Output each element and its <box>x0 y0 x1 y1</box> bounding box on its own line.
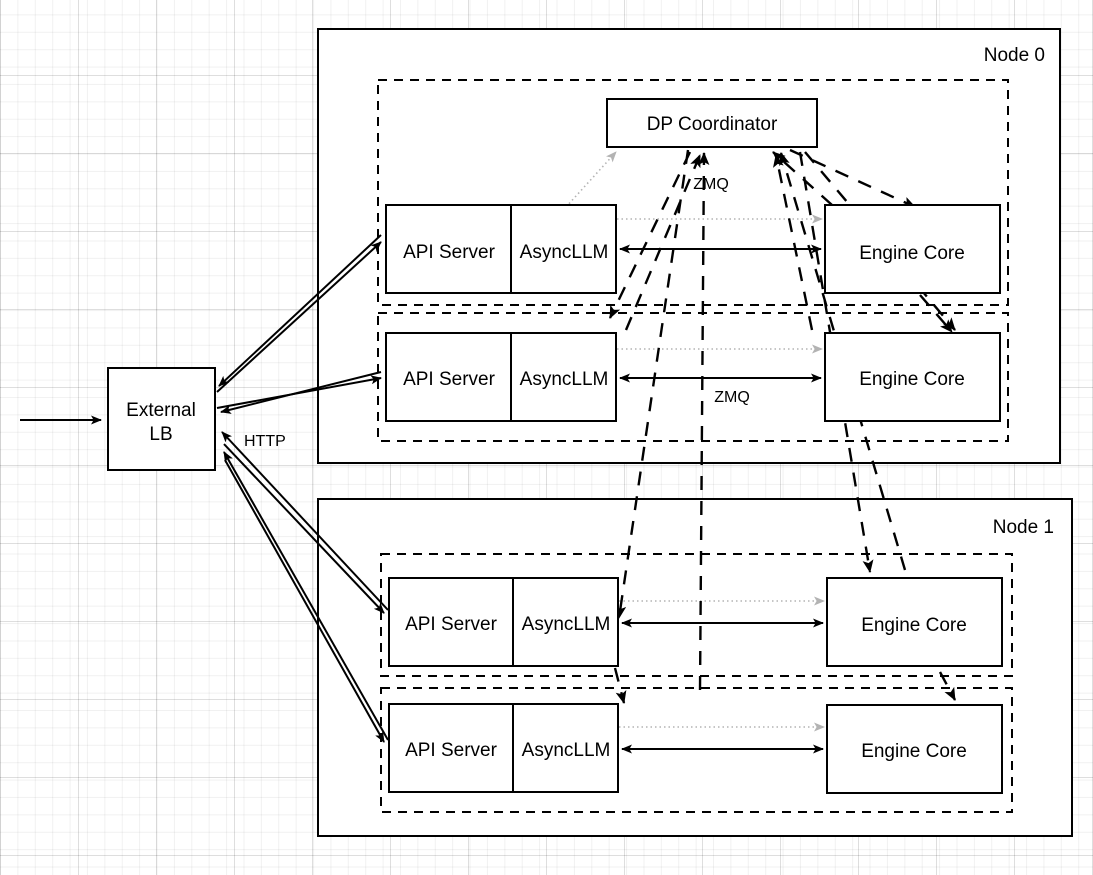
edge-n0r1-core-to-coordinator <box>773 154 814 331</box>
n0r0-api-server-label: API Server <box>403 242 496 263</box>
edge-coordinator-to-n1r0-asyncllm <box>615 149 690 619</box>
n0r0-asyncllm-label: AsyncLLM <box>520 242 609 263</box>
n0r0-engine-core-node[interactable]: Engine Core <box>824 204 1001 294</box>
node-0-rank-1-group <box>377 312 1009 442</box>
node-0-rank-0-group <box>377 79 1009 306</box>
n1r1-api-server-label: API Server <box>405 740 498 761</box>
zmq-bottom-edge-label: ZMQ <box>714 389 750 406</box>
n1r1-api-server-node[interactable]: API Server AsyncLLM <box>388 703 619 793</box>
edge-coordinator-to-n0r1-core <box>804 151 956 331</box>
n0r1-asyncllm-label: AsyncLLM <box>520 369 609 390</box>
edge-n1r0-core-to-n1r1-core <box>938 671 957 701</box>
edge-n0r0-asyncllm-to-coordinator <box>565 151 617 208</box>
n0r1-engine-core-node[interactable]: Engine Core <box>824 332 1001 422</box>
edge-lb-to-n1r0-api <box>223 443 385 614</box>
n1r0-engine-core-node[interactable]: Engine Core <box>826 577 1003 667</box>
external-lb-label-line1: External <box>126 400 196 421</box>
edge-n1r0-asyncllm-to-n1r1-asyncllm <box>613 667 627 704</box>
n0r1-api-server-label: API Server <box>403 369 496 390</box>
dp-coordinator-label: DP Coordinator <box>647 114 778 135</box>
edge-n0r1-api-to-lb <box>220 371 382 414</box>
n1r1-asyncllm-label: AsyncLLM <box>522 740 611 761</box>
n0r1-engine-core-label: Engine Core <box>859 369 965 390</box>
edge-n0r0-core-to-n0r1-core <box>919 294 953 333</box>
http-edge-label: HTTP <box>244 433 286 450</box>
n1r0-api-server-label: API Server <box>405 614 498 635</box>
n0r0-engine-core-label: Engine Core <box>859 243 965 264</box>
external-lb-label-line2: LB <box>149 424 172 445</box>
edge-n1r1-api-to-lb <box>223 451 389 741</box>
node-0-label: Node 0 <box>984 45 1045 66</box>
n1r0-api-server-node[interactable]: API Server AsyncLLM <box>388 577 619 667</box>
external-lb-node[interactable]: External LB <box>107 367 216 471</box>
edge-n1r0-api-to-lb <box>221 431 389 611</box>
edge-n1r0-core-to-coordinator <box>779 152 907 571</box>
zmq-top-edge-label: ZMQ <box>693 176 729 193</box>
edge-lb-to-n1r1-api <box>224 459 385 743</box>
n1r1-engine-core-node[interactable]: Engine Core <box>826 704 1003 794</box>
edge-lb-to-n0r0-api <box>216 241 382 393</box>
node-1-rank-0-group <box>380 553 1013 677</box>
edge-n0r0-api-to-lb <box>218 234 382 387</box>
n0r0-api-server-node[interactable]: API Server AsyncLLM <box>385 204 617 294</box>
n1r1-engine-core-label: Engine Core <box>861 741 967 762</box>
edge-n0r0-core-to-coordinator <box>772 151 833 206</box>
edge-n0r1-asyncllm-region-to-coordinator <box>624 154 702 331</box>
n1r0-asyncllm-label: AsyncLLM <box>522 614 611 635</box>
edge-coordinator-to-n0r1-asyncllm <box>608 151 692 319</box>
n1r0-engine-core-label: Engine Core <box>861 615 967 636</box>
n0r1-api-server-node[interactable]: API Server AsyncLLM <box>385 332 617 422</box>
node-1-label: Node 1 <box>993 517 1054 538</box>
dp-coordinator-node[interactable]: DP Coordinator <box>606 98 818 148</box>
node-1-rank-1-group <box>380 687 1013 813</box>
